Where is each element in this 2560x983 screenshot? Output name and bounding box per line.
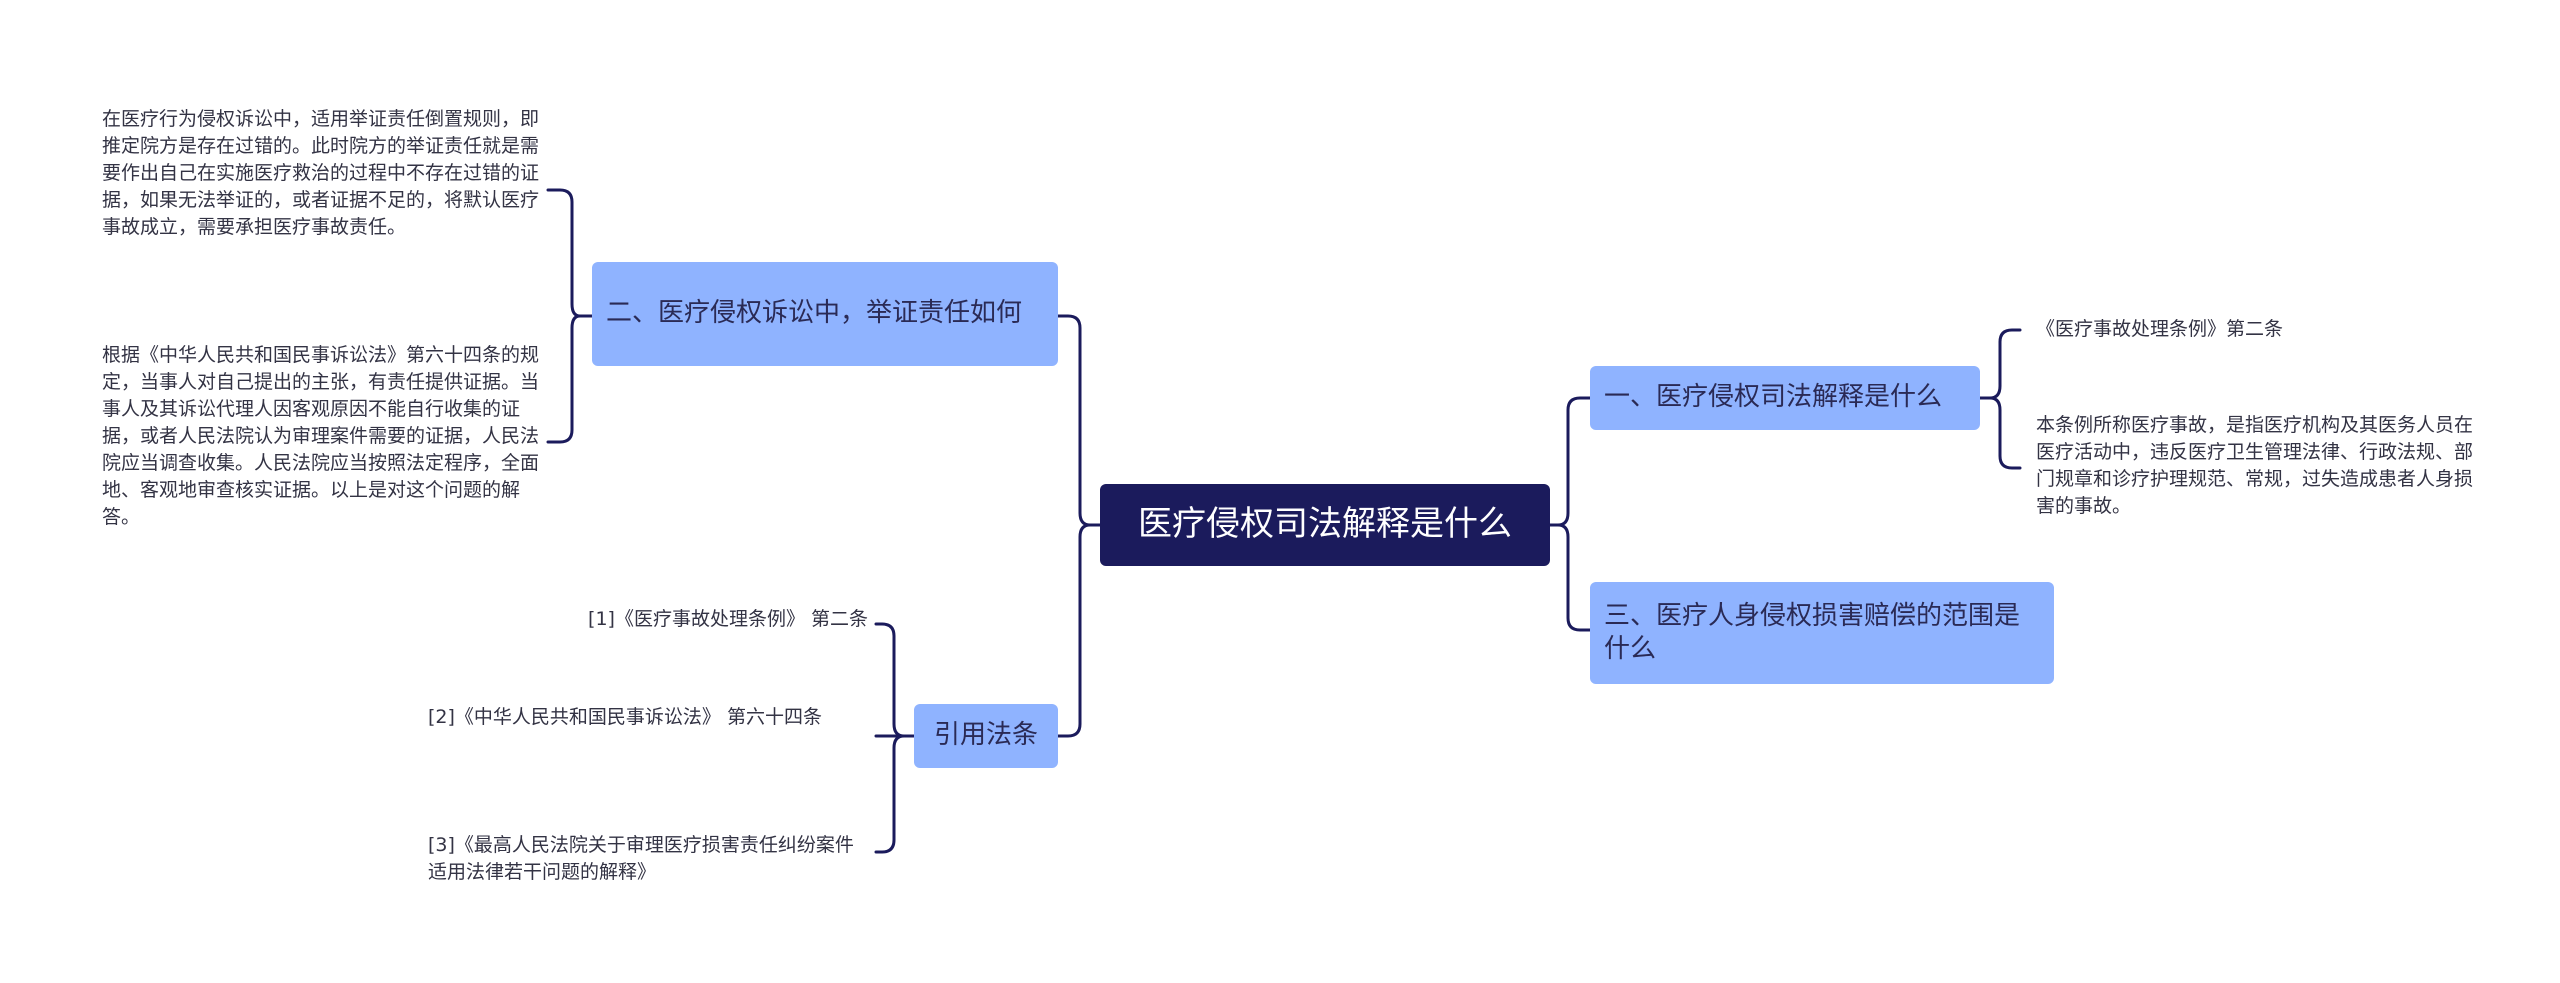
branch-node-4[interactable]: 引用法条 [914, 704, 1058, 768]
leaf-b1-1-text: 《医疗事故处理条例》第二条 [2036, 318, 2284, 340]
branch-node-1[interactable]: 一、医疗侵权司法解释是什么 [1590, 366, 1980, 430]
leaf-b4-3: [3]《最高人民法院关于审理医疗损害责任纠纷案件适用法律若干问题的解释》 [428, 832, 868, 896]
leaf-b2-1-text: 在医疗行为侵权诉讼中，适用举证责任倒置规则，即推定院方是存在过错的。此时院方的举… [102, 108, 540, 238]
connector-b1-leaves [1976, 328, 2022, 400]
leaf-b2-2: 根据《中华人民共和国民事诉讼法》第六十四条的规定，当事人对自己提出的主张，有责任… [102, 342, 544, 542]
leaf-b1-2-text: 本条例所称医疗事故，是指医疗机构及其医务人员在医疗活动中，违反医疗卫生管理法律、… [2036, 414, 2474, 517]
leaf-b1-1: 《医疗事故处理条例》第二条 [2036, 316, 2476, 352]
connector-b2-leaves-lower [546, 314, 582, 444]
leaf-b4-2: [2]《中华人民共和国民事诉讼法》 第六十四条 [428, 704, 868, 768]
leaf-b2-2-text: 根据《中华人民共和国民事诉讼法》第六十四条的规定，当事人对自己提出的主张，有责任… [102, 344, 540, 528]
root-title: 医疗侵权司法解释是什么 [1138, 504, 1512, 545]
connector-b1-leaves-lower [1988, 396, 2022, 470]
leaf-b2-1: 在医疗行为侵权诉讼中，适用举证责任倒置规则，即推定院方是存在过错的。此时院方的举… [102, 106, 544, 276]
branch-3-label: 三、医疗人身侵权损害赔偿的范围是什么 [1604, 600, 2021, 664]
connector-root-left-lower [1054, 523, 1092, 738]
leaf-b4-1: [1]《医疗事故处理条例》 第二条 [428, 606, 868, 642]
connector-b2-leaves [546, 188, 594, 318]
leaf-b4-2-text: [2]《中华人民共和国民事诉讼法》 第六十四条 [428, 706, 822, 728]
leaf-b4-3-text: [3]《最高人民法院关于审理医疗损害责任纠纷案件适用法律若干问题的解释》 [428, 834, 854, 883]
connector-root-right-lower [1556, 523, 1594, 632]
branch-node-3[interactable]: 三、医疗人身侵权损害赔偿的范围是什么 [1590, 582, 2054, 684]
branch-2-label: 二、医疗侵权诉讼中，举证责任如何 [606, 298, 1023, 329]
branch-node-2[interactable]: 二、医疗侵权诉讼中，举证责任如何 [592, 262, 1058, 366]
leaf-b4-1-text: [1]《医疗事故处理条例》 第二条 [588, 608, 868, 630]
connector-root-left [1054, 314, 1104, 527]
branch-1-label: 一、医疗侵权司法解释是什么 [1604, 382, 1943, 413]
root-node[interactable]: 医疗侵权司法解释是什么 [1100, 484, 1550, 566]
connector-root-right [1546, 396, 1594, 527]
branch-4-label: 引用法条 [933, 720, 1038, 751]
connector-b4-leaves-lower [874, 734, 906, 854]
leaf-b1-2: 本条例所称医疗事故，是指医疗机构及其医务人员在医疗活动中，违反医疗卫生管理法律、… [2036, 412, 2476, 542]
connector-b4-leaves [874, 622, 916, 738]
